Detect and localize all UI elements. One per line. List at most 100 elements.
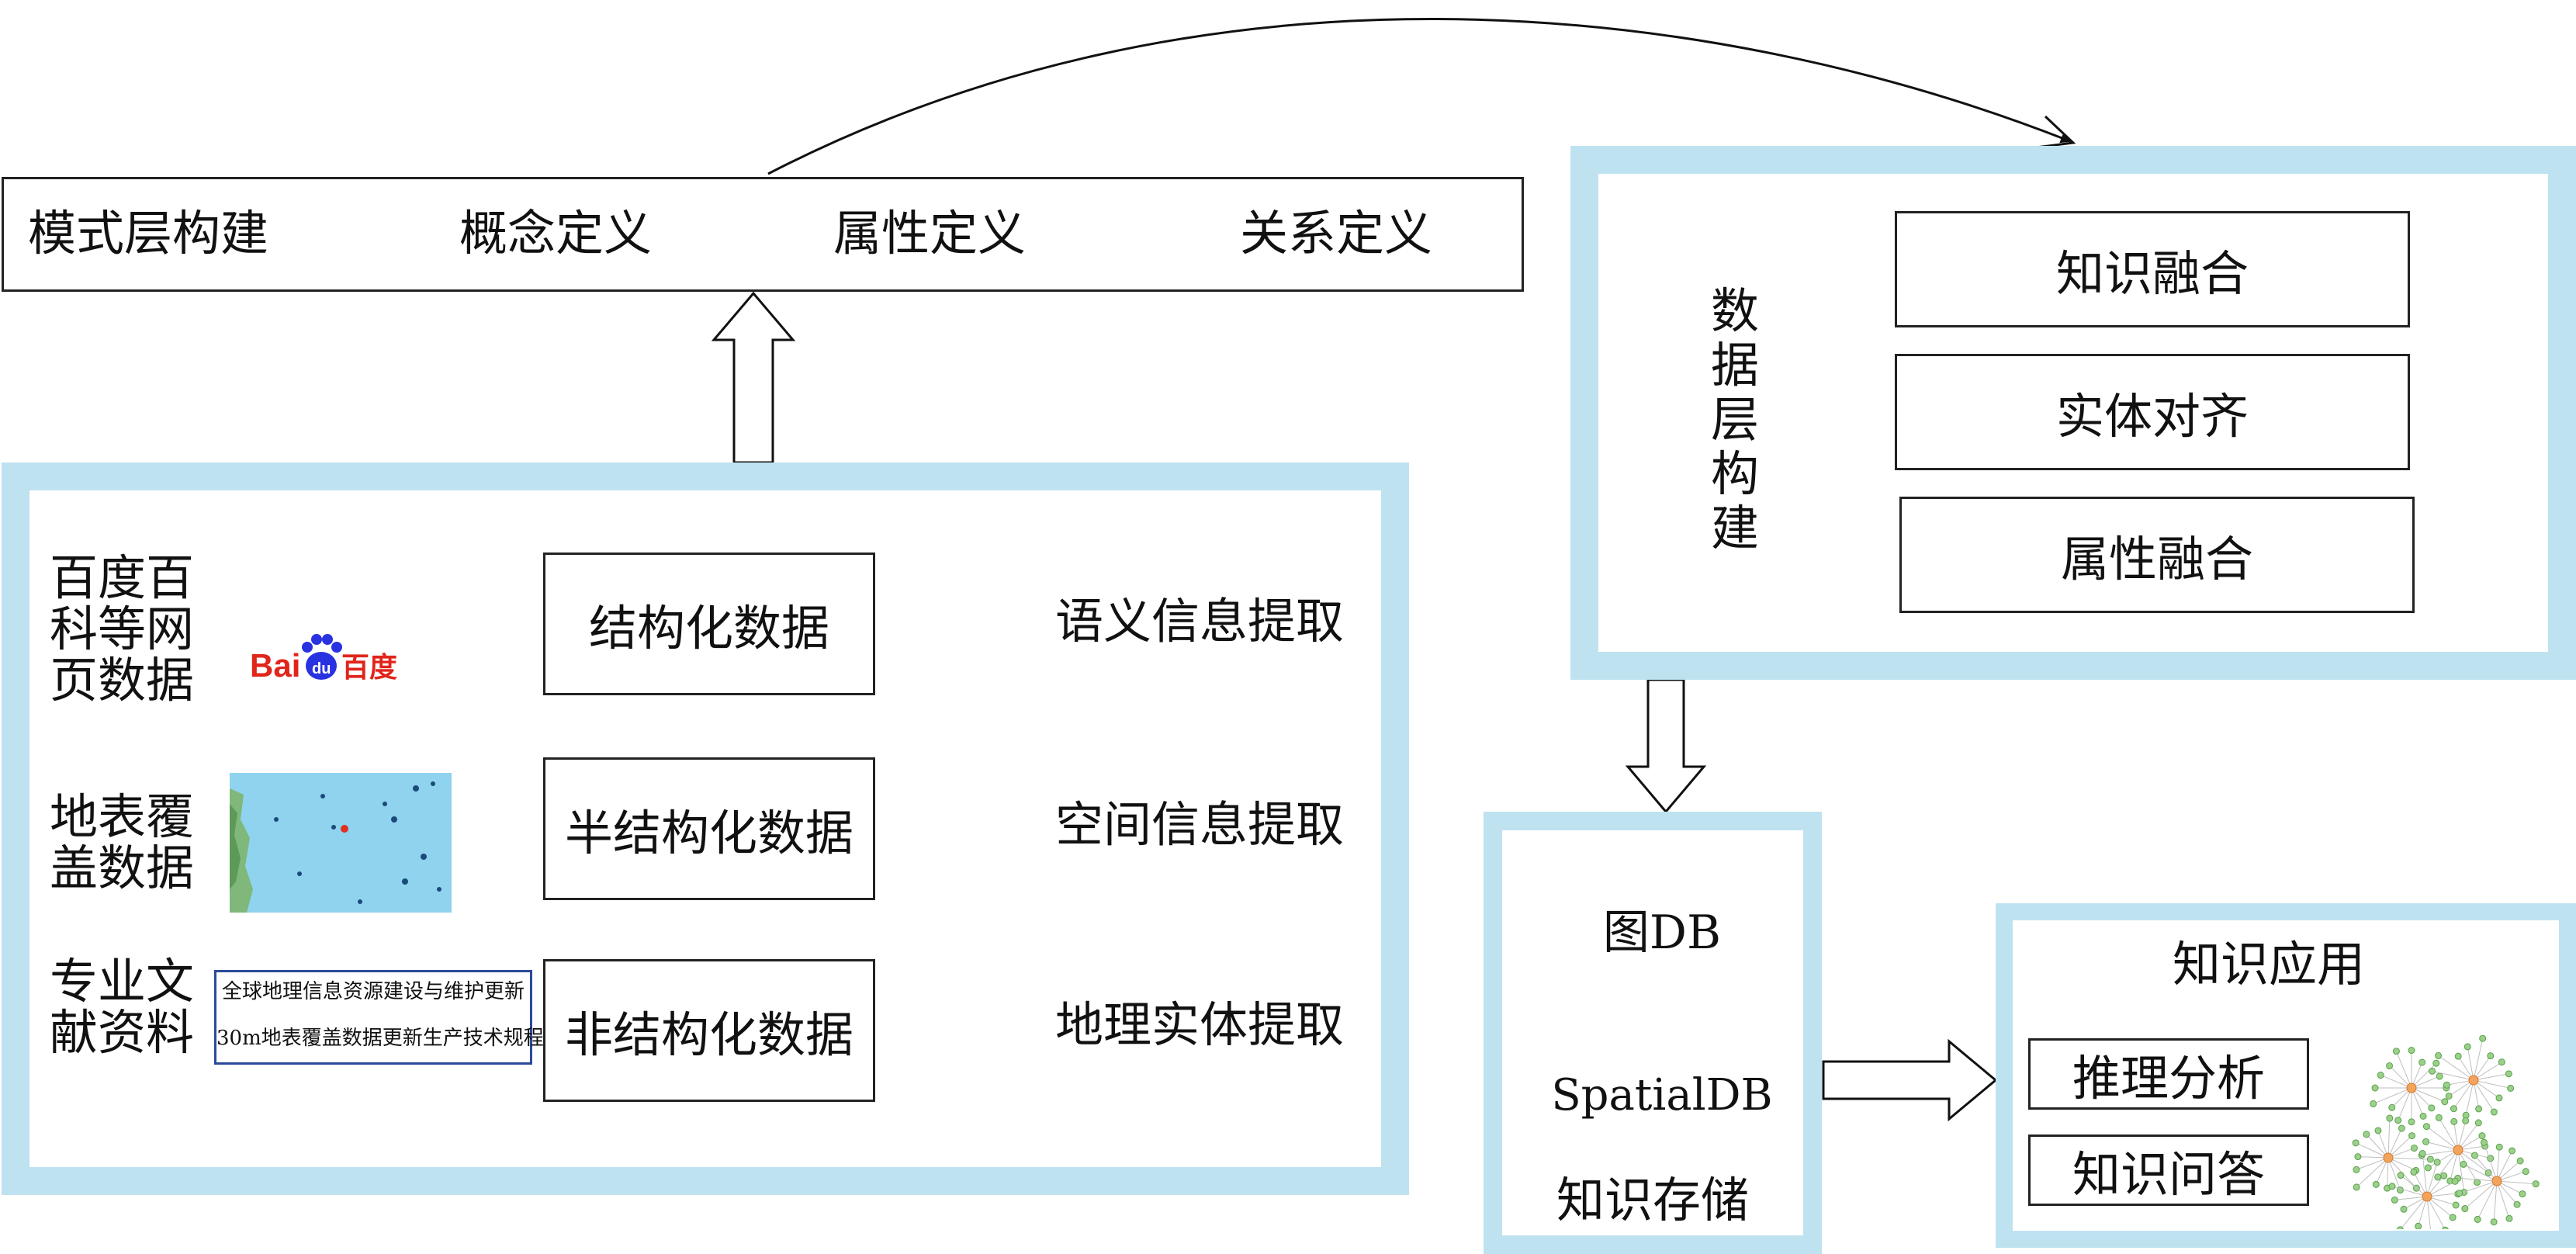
graph-edge — [2457, 1177, 2498, 1182]
graph-node — [2408, 1047, 2415, 1055]
attribute-definition-label: 属性定义 — [833, 205, 1027, 262]
graph-edge — [2438, 1117, 2459, 1151]
graph-node — [2353, 1166, 2360, 1173]
graph-node — [2490, 1108, 2498, 1116]
graph-edge — [2356, 1157, 2389, 1188]
knowledge-qa-box: 知识问答 — [2028, 1134, 2309, 1206]
knowledge-graph-thumbnail — [2342, 1026, 2545, 1239]
schema-layer-title: 模式层构建 — [28, 205, 269, 262]
spatial-db-label: SpatialDB — [1551, 1070, 1773, 1121]
graph-node — [2371, 1084, 2379, 1092]
graph-node — [2495, 1143, 2503, 1151]
graph-edge — [2425, 1141, 2459, 1151]
knowledge-storage-panel — [1484, 812, 1822, 1254]
baidu-paw-icon: du — [302, 634, 342, 680]
graph-node — [2463, 1043, 2471, 1051]
graph-node — [2435, 1114, 2443, 1121]
graph-hub-node — [2468, 1075, 2479, 1086]
graph-node — [2478, 1132, 2486, 1140]
graph-edge — [2418, 1196, 2428, 1227]
geo-entity-extraction-label: 地理实体提取 — [1055, 996, 1345, 1053]
graph-node — [2474, 1215, 2481, 1223]
graph-node — [2435, 1051, 2443, 1059]
graph-edge — [2411, 1087, 2424, 1117]
graph-edge — [2357, 1156, 2389, 1159]
graph-node — [2460, 1160, 2467, 1168]
graph-edge — [2426, 1126, 2459, 1151]
graph-node — [2436, 1072, 2443, 1080]
graph-edge — [2464, 1180, 2498, 1209]
graph-edge — [2422, 1149, 2459, 1156]
graph-node — [2374, 1127, 2382, 1134]
knowledge-storage-caption: 知识存储 — [1556, 1172, 1749, 1228]
graph-edge — [2473, 1079, 2495, 1113]
graph-edge — [2428, 1149, 2459, 1169]
graph-edge — [2473, 1062, 2502, 1081]
graph-node — [2388, 1183, 2396, 1190]
graph-hub-node — [2453, 1145, 2463, 1155]
graph-edge — [2387, 1157, 2416, 1171]
graph-node — [2386, 1062, 2394, 1070]
graph-node — [2424, 1164, 2432, 1172]
graph-node — [2532, 1180, 2540, 1188]
literature-document-image: 全球地理信息资源建设与维护更新 30m地表覆盖数据更新生产技术规程 — [214, 970, 544, 1065]
graph-edge — [2395, 1051, 2412, 1089]
graph-edge — [2496, 1180, 2510, 1219]
graph-edge — [2465, 1079, 2474, 1116]
graph-node — [2418, 1150, 2426, 1158]
graph-edge — [2426, 1196, 2446, 1231]
graph-edge — [2496, 1150, 2513, 1182]
graph-edge — [2411, 1062, 2437, 1089]
graph-node — [2353, 1183, 2360, 1191]
graph-edge — [2496, 1147, 2500, 1182]
graph-edge — [2387, 1157, 2389, 1189]
graph-node — [2474, 1179, 2481, 1186]
graph-node — [2519, 1190, 2526, 1198]
graph-node — [2450, 1117, 2458, 1125]
graph-edge — [2457, 1180, 2498, 1195]
unstructured-data-box: 非结构化数据 — [543, 959, 875, 1102]
graph-node — [2400, 1205, 2408, 1213]
graph-edge — [2457, 1149, 2465, 1193]
graph-edge — [2355, 1142, 2389, 1159]
graph-edge — [2426, 1196, 2432, 1235]
entity-alignment-box: 实体对齐 — [1895, 354, 2410, 470]
graph-node — [2377, 1072, 2384, 1079]
graph-node — [2354, 1153, 2362, 1161]
graph-edge — [2473, 1079, 2500, 1099]
graph-node — [2397, 1172, 2405, 1180]
graph-edge — [2387, 1157, 2401, 1190]
concept-definition-label: 概念定义 — [459, 205, 653, 262]
graph-edge — [2438, 1055, 2474, 1081]
graph-node — [2408, 1118, 2415, 1126]
graph-node — [2429, 1067, 2436, 1075]
graph-node — [2513, 1200, 2521, 1208]
graph-node — [2410, 1168, 2418, 1176]
graph-db-label: 图DB — [1602, 906, 1722, 960]
graph-edge — [2473, 1038, 2484, 1081]
attribute-fusion-box: 属性融合 — [1899, 497, 2415, 613]
graph-edge — [2398, 1087, 2412, 1121]
graph-edge — [2457, 1149, 2489, 1173]
graph-edge — [2373, 1087, 2412, 1104]
graph-edge — [2432, 1070, 2474, 1081]
graph-edge — [2387, 1135, 2412, 1159]
graph-edge — [2493, 1180, 2498, 1222]
graph-edge — [2391, 1186, 2428, 1197]
graph-node — [2415, 1222, 2422, 1230]
semantic-extraction-label: 语义信息提取 — [1055, 593, 1345, 650]
knowledge-fusion-box: 知识融合 — [1895, 211, 2410, 327]
graph-edge — [2387, 1157, 2431, 1160]
graph-node — [2440, 1172, 2448, 1180]
graph-edge — [2387, 1118, 2391, 1159]
graph-edge — [2496, 1180, 2518, 1205]
graph-edge — [2426, 1193, 2460, 1197]
land-cover-map-image — [230, 773, 452, 913]
schema-layer-bar — [2, 177, 1524, 292]
graph-node — [2370, 1100, 2377, 1107]
graph-node — [2441, 1098, 2449, 1106]
graph-edge — [2426, 1196, 2453, 1218]
graph-edge — [2426, 1162, 2438, 1197]
graph-node — [2484, 1169, 2492, 1176]
graph-node — [2481, 1138, 2488, 1146]
